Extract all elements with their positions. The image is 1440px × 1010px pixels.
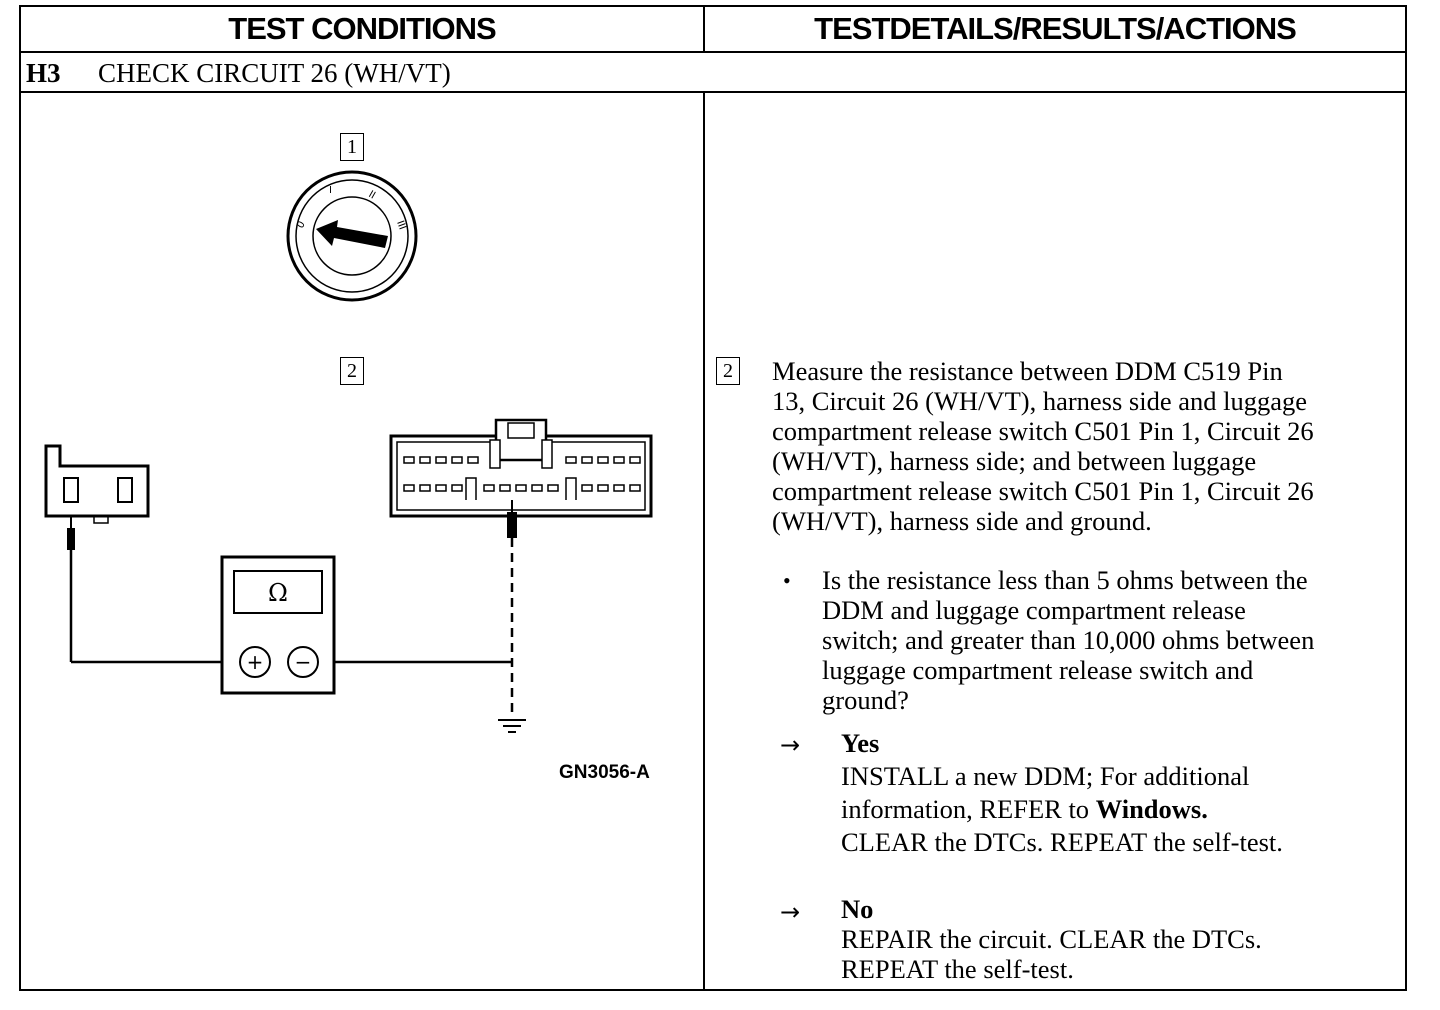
plus-terminal: + xyxy=(247,650,264,674)
question-line: ground? xyxy=(822,685,909,715)
detail-step-box: 2 xyxy=(716,357,740,385)
svg-text:I: I xyxy=(329,185,332,196)
column-divider xyxy=(703,91,705,989)
test-conditions-header: TEST CONDITIONS xyxy=(228,11,496,46)
test-details-header: TESTDETAILS/RESULTS/ACTIONS xyxy=(814,11,1297,46)
yes-label: Yes xyxy=(841,728,880,758)
no-line: REPAIR the circuit. CLEAR the DTCs. xyxy=(841,924,1262,954)
svg-text:0: 0 xyxy=(295,219,308,230)
question-line: Is the resistance less than 5 ohms betwe… xyxy=(822,565,1308,595)
windows-reference: Windows. xyxy=(1095,794,1208,824)
minus-terminal: − xyxy=(295,650,312,674)
instruction-line: Measure the resistance between DDM C519 … xyxy=(772,356,1283,386)
step2-box: 2 xyxy=(340,357,364,385)
yes-answer: Yes INSTALL a new DDM; For additional in… xyxy=(841,727,1283,859)
question-line: switch; and greater than 10,000 ohms bet… xyxy=(822,625,1315,655)
connector-c519-icon xyxy=(389,418,653,538)
question-text: Is the resistance less than 5 ohms betwe… xyxy=(822,565,1314,715)
no-arrow-icon: → xyxy=(780,898,801,926)
instruction-line: compartment release switch C501 Pin 1, C… xyxy=(772,476,1314,506)
svg-text:II: II xyxy=(367,189,378,201)
ohmmeter-icon xyxy=(220,555,336,695)
refer-text: information, REFER to xyxy=(841,794,1096,824)
instruction-line: compartment release switch C501 Pin 1, C… xyxy=(772,416,1314,446)
instruction-line: 13, Circuit 26 (WH/VT), harness side and… xyxy=(772,386,1308,416)
instruction-line: (WH/VT), harness side and ground. xyxy=(772,506,1152,536)
question-line: DDM and luggage compartment release xyxy=(822,595,1246,625)
connector-c501-icon xyxy=(44,444,150,550)
no-label: No xyxy=(841,894,874,924)
yes-arrow-icon: → xyxy=(780,731,801,759)
instruction-line: (WH/VT), harness side; and between lugga… xyxy=(772,446,1257,476)
step-row: H3 CHECK CIRCUIT 26 (WH/VT) xyxy=(21,53,1405,93)
figure-code: GN3056-A xyxy=(559,762,650,783)
yes-line-refer: information, REFER to Windows. xyxy=(841,793,1283,826)
question-line: luggage compartment release switch and xyxy=(822,655,1254,685)
no-line: REPEAT the self-test. xyxy=(841,954,1074,984)
instruction-text: Measure the resistance between DDM C519 … xyxy=(772,356,1314,536)
step1-box: 1 xyxy=(340,133,364,161)
ohm-symbol: Ω xyxy=(268,579,288,607)
yes-line: CLEAR the DTCs. REPEAT the self-test. xyxy=(841,827,1283,857)
header-rule xyxy=(21,51,1405,53)
svg-text:III: III xyxy=(394,219,407,231)
step-code: H3 xyxy=(26,57,61,88)
test-procedure-table: TEST CONDITIONS TESTDETAILS/RESULTS/ACTI… xyxy=(19,5,1407,991)
ground-icon xyxy=(498,719,526,733)
bullet-icon: • xyxy=(783,568,791,593)
ignition-switch-icon: 0 I II III xyxy=(286,170,418,302)
step-rule xyxy=(21,91,1405,93)
step-title: CHECK CIRCUIT 26 (WH/VT) xyxy=(98,57,451,88)
header-divider xyxy=(703,7,705,51)
yes-line: INSTALL a new DDM; For additional xyxy=(841,761,1250,791)
no-answer: No REPAIR the circuit. CLEAR the DTCs. R… xyxy=(841,894,1262,984)
